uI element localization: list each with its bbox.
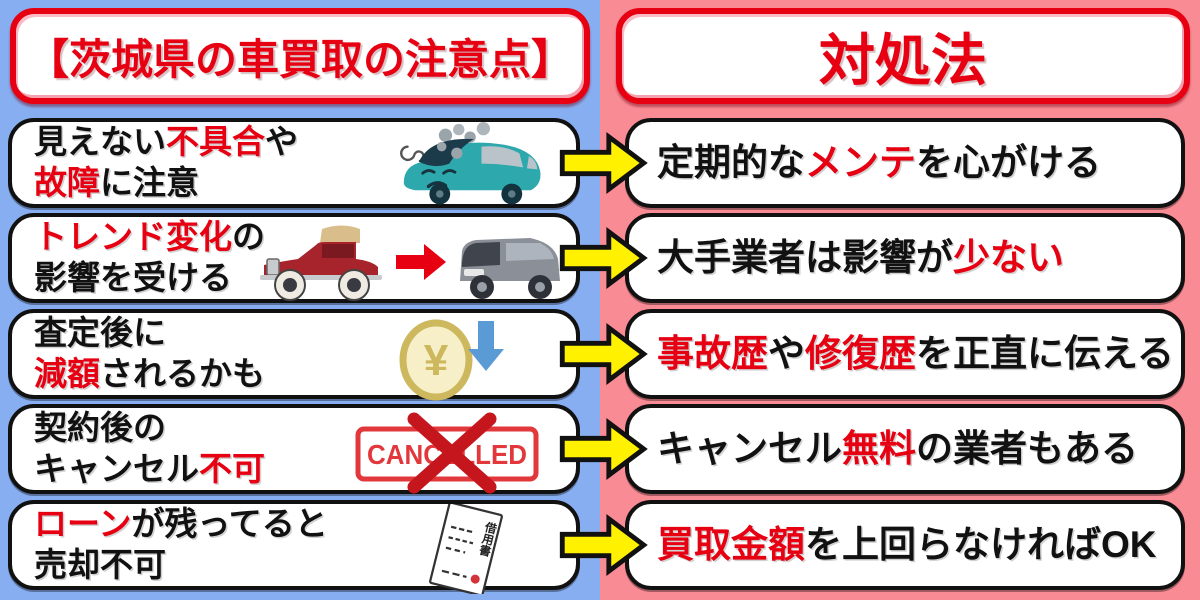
solutions-title: 対処法 [819,28,987,92]
loan-document-icon: 借用書 [429,504,503,594]
solution-text: 事故歴や修復歴を正直に伝える [657,333,1174,375]
yen-symbol: ¥ [424,336,449,385]
problem-line: 売却不可 [34,546,166,583]
solution-text: 定期的なメンテを心がける [657,142,1101,184]
solution-card-defects: 定期的なメンテを心がける [625,118,1185,208]
problem-line: 見えない不具合や [34,123,298,161]
problem-line: 減額されるかも [34,355,265,392]
solution-text: 大手業者は影響が少ない [657,237,1064,279]
solutions-title-box: 対処法 [616,8,1190,104]
right-arrow-icon [559,322,648,386]
problem-text: 契約後の キャンセル不可 [12,408,265,490]
row-cancel: 契約後の キャンセル不可 CANCELLED キャンセル無料の業者もある [0,404,1200,494]
problem-line: 契約後の [34,409,166,447]
right-arrow-icon [559,513,648,577]
problems-title: 【茨城県の車買取の注意点】 [26,35,573,83]
row-loan: ローンが残ってると 売却不可 借用書 買取金額を上回らなければOK [0,500,1200,594]
price-drop-icon: ¥ [399,319,504,401]
trend-change-icon [260,225,560,301]
problem-card-defects: 見えない不具合や 故障に注意 [8,118,580,208]
right-arrow-icon [559,131,648,195]
broken-car-icon [400,122,541,205]
problem-card-cancel: 契約後の キャンセル不可 CANCELLED [8,404,580,494]
solution-card-trend: 大手業者は影響が少ない [625,213,1185,303]
solution-text: 買取金額を上回らなければOK [657,524,1157,566]
solution-card-price-cut: 事故歴や修復歴を正直に伝える [625,309,1185,399]
problem-line: キャンセル不可 [34,450,265,487]
problem-line: トレンド変化の [34,218,265,256]
problem-line: 故障に注意 [34,164,199,201]
solution-text: キャンセル無料の業者もある [657,428,1138,470]
row-price-cut: 査定後に 減額されるかも ¥ 事故歴や修復歴を正直に伝える [0,309,1200,401]
row-trend: トレンド変化の 影響を受ける [0,213,1200,303]
right-arrow-icon [559,417,648,481]
problem-text: 見えない不具合や 故障に注意 [12,122,298,204]
right-arrow-icon [559,226,648,290]
problem-line: ローンが残ってると [34,505,328,543]
problem-line: 影響を受ける [34,259,232,296]
problem-card-trend: トレンド変化の 影響を受ける [8,213,580,303]
solution-card-cancel: キャンセル無料の業者もある [625,404,1185,494]
problem-text: トレンド変化の 影響を受ける [12,217,265,299]
problems-title-box: 【茨城県の車買取の注意点】 [10,8,590,104]
problem-text: ローンが残ってると 売却不可 [12,504,328,586]
row-defects: 見えない不具合や 故障に注意 [0,118,1200,208]
cancelled-stamp-icon: CANCELLED [355,412,539,494]
problem-text: 査定後に 減額されるかも [12,313,265,395]
problem-card-price-cut: 査定後に 減額されるかも ¥ [8,309,580,401]
problem-line: 査定後に [34,314,166,352]
problem-card-loan: ローンが残ってると 売却不可 借用書 [8,500,580,594]
solution-card-loan: 買取金額を上回らなければOK [625,500,1185,590]
